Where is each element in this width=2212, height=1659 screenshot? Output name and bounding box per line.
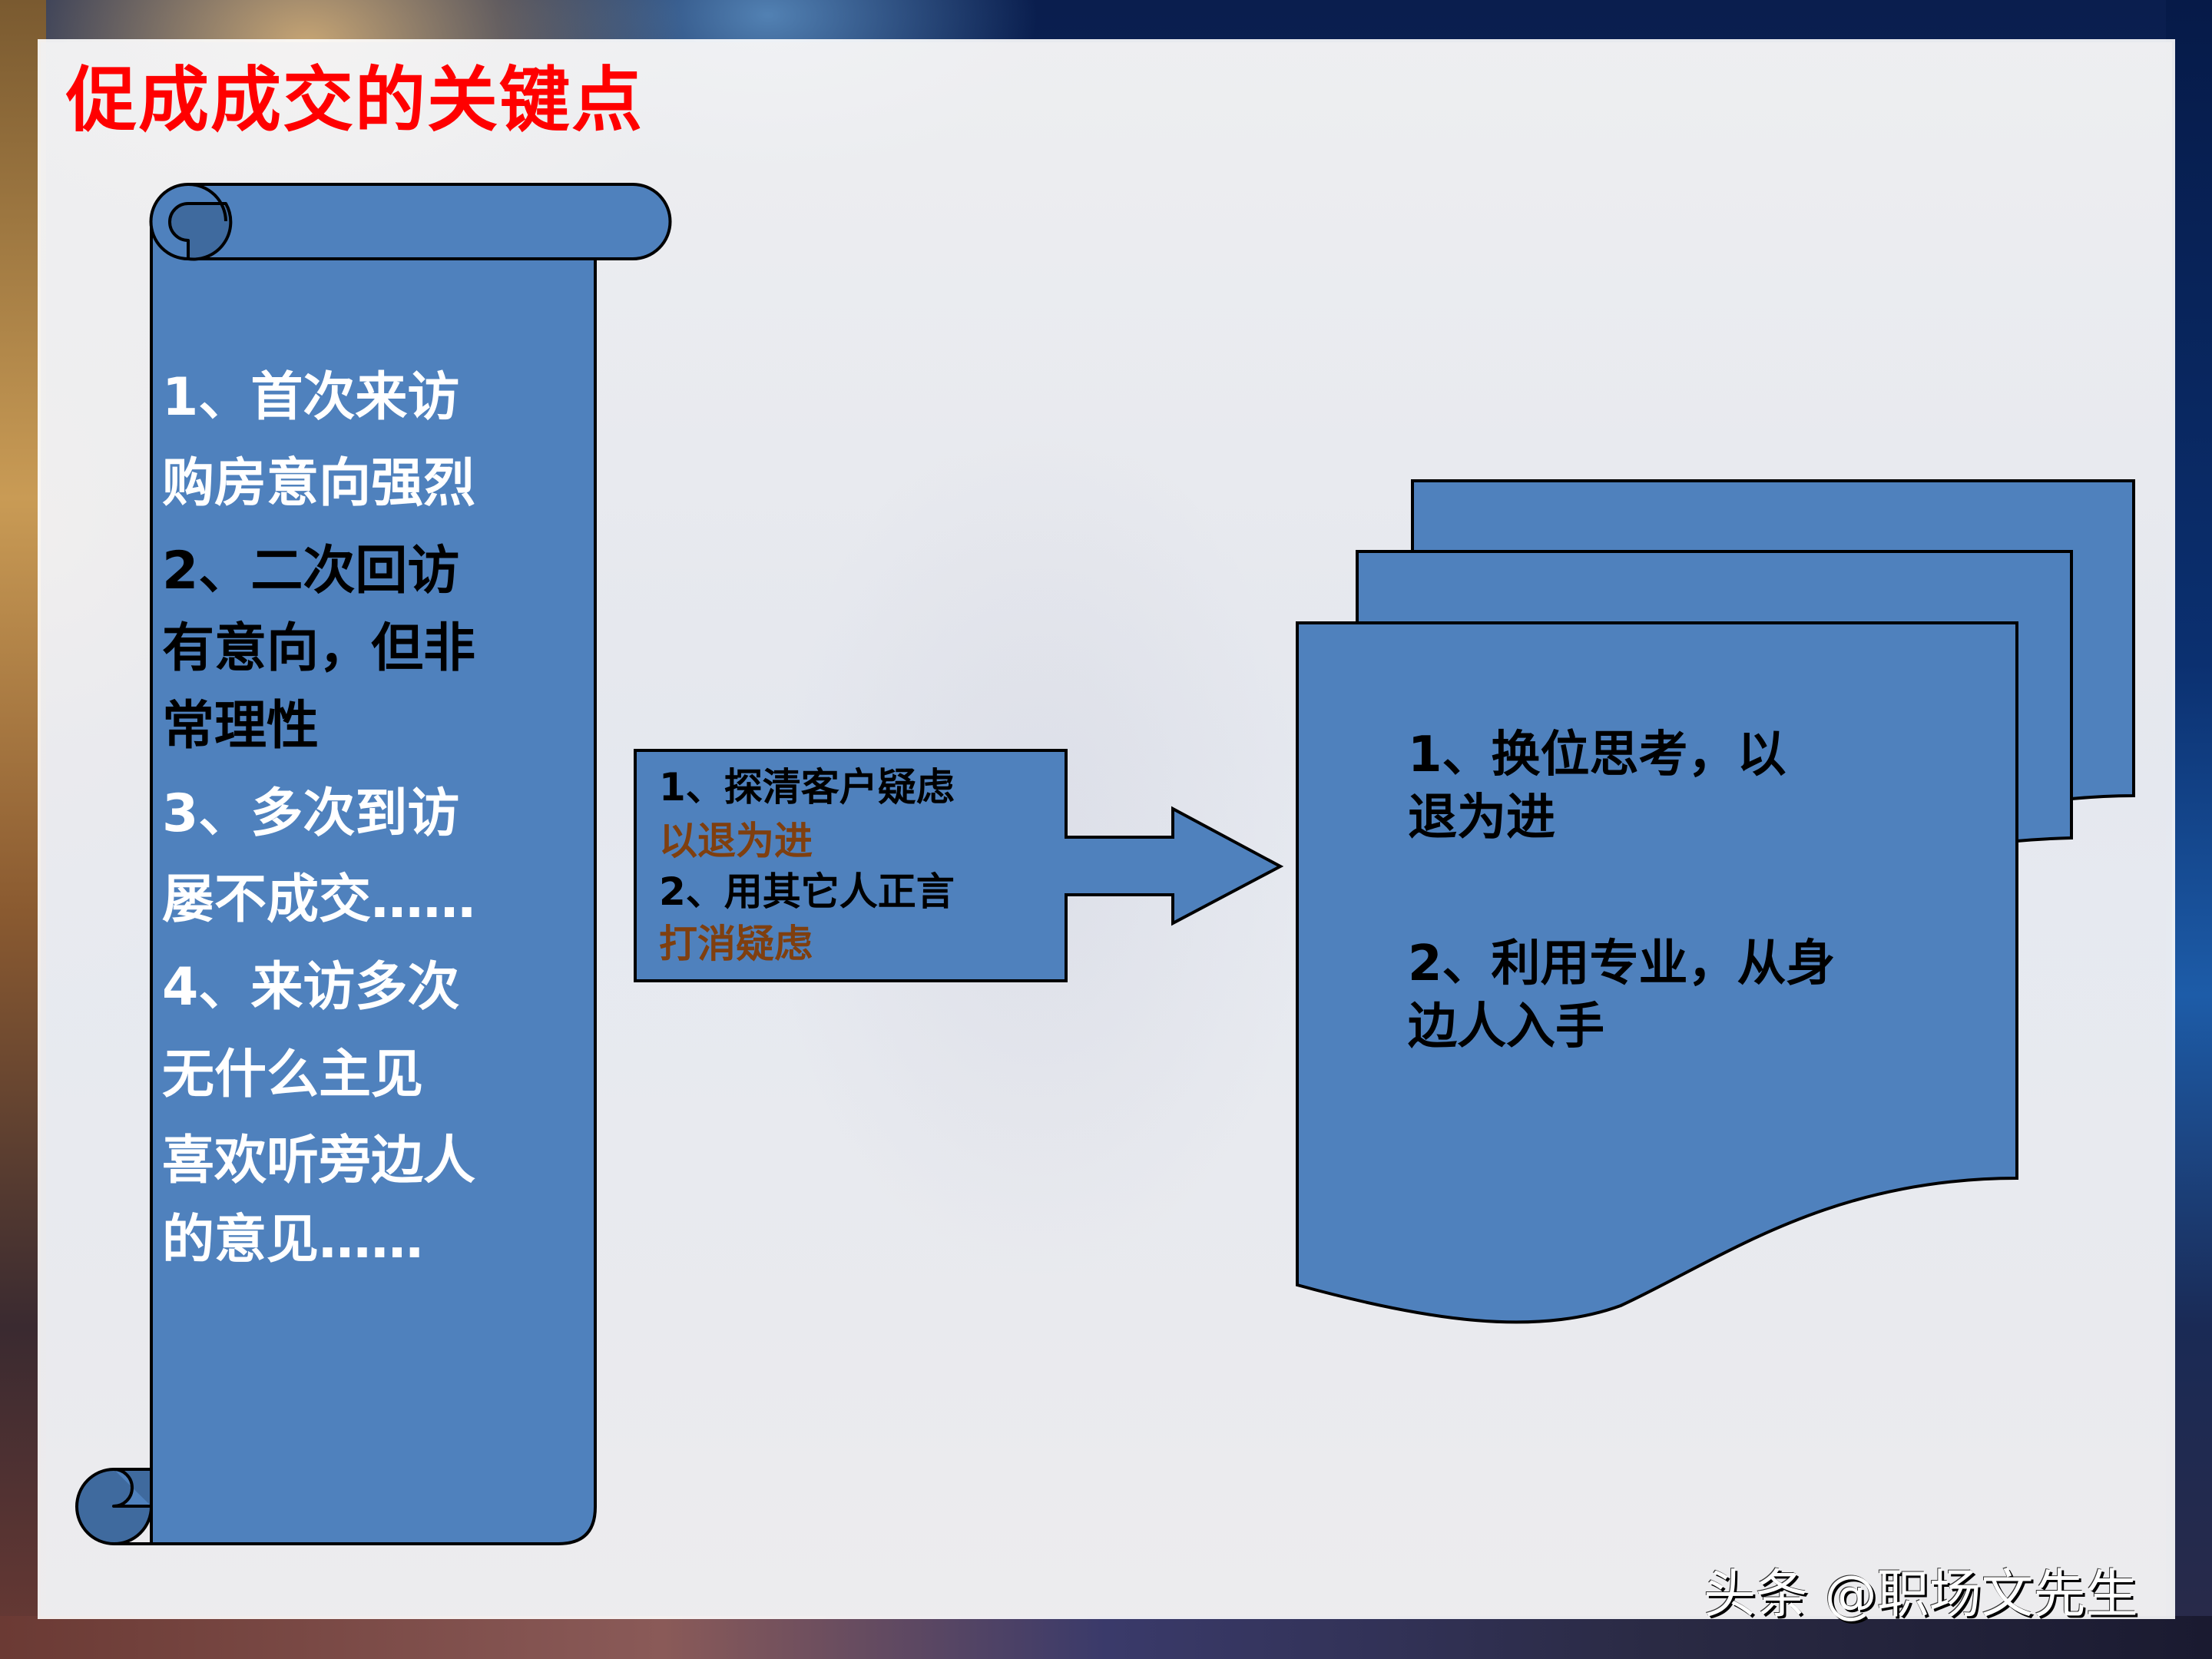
document-line-4: 边人入手 <box>1408 998 1604 1055</box>
scroll-line-11: 的意见…… <box>162 1210 424 1270</box>
slide-title: 促成成交的关键点 <box>66 59 644 141</box>
scroll-line-1: 1、首次来访 <box>162 367 460 428</box>
document-line-3: 2、利用专业，从身 <box>1408 935 1836 992</box>
scroll-line-3: 2、二次回访 <box>162 541 460 601</box>
scroll-line-7: 屡不成交…… <box>162 869 476 930</box>
scroll-line-9: 无什么主见 <box>162 1045 424 1105</box>
scroll-line-8: 4、来访多次 <box>162 957 460 1018</box>
scroll-line-10: 喜欢听旁边人 <box>162 1131 476 1191</box>
scroll-line-6: 3、多次到访 <box>162 783 460 844</box>
scroll-line-4: 有意向，但非 <box>162 618 476 679</box>
watermark: 头条 @职场文先生 <box>1704 1565 2138 1625</box>
callout-line-3: 2、用其它人正言 <box>659 869 955 914</box>
background-left-building <box>0 0 46 1659</box>
callout-line-2: 以退为进 <box>659 819 813 863</box>
callout-line-1: 1、探清客户疑虑 <box>659 765 955 810</box>
scroll-line-2: 购房意向强烈 <box>162 453 476 514</box>
arrow-callout-shape <box>634 749 1284 982</box>
scroll-line-5: 常理性 <box>162 696 320 757</box>
vertical-scroll-shape <box>75 182 672 1545</box>
document-line-1: 1、换位思考，以 <box>1408 727 1786 783</box>
background-right-sky <box>2166 0 2212 1659</box>
background-bottom-street <box>0 1616 2212 1659</box>
callout-line-4: 打消疑虑 <box>659 922 813 966</box>
multi-document-shape <box>1296 479 2135 1324</box>
document-line-2: 退为进 <box>1408 790 1555 846</box>
